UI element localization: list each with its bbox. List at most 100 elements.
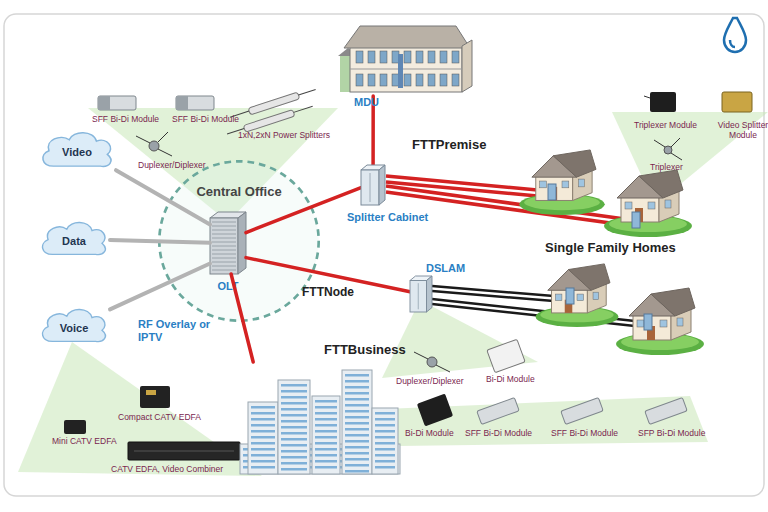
business-buildings-part — [375, 418, 395, 421]
business-buildings-part — [375, 454, 395, 457]
cabinet-shape — [410, 276, 432, 312]
mdu-building-part — [380, 74, 387, 86]
business-buildings-part — [251, 412, 275, 415]
component-icon-part — [158, 149, 172, 156]
single-family-home — [519, 150, 704, 355]
component-label: SFF Bi-Di Module — [465, 428, 532, 438]
business-buildings-part — [345, 398, 369, 401]
single-family-home-part — [616, 288, 704, 355]
business-buildings-part — [345, 452, 369, 455]
olt-rack-part — [212, 226, 236, 227]
service-cloud: Video — [38, 128, 116, 172]
mdu-building-part — [368, 74, 375, 86]
business-buildings-part — [281, 384, 307, 387]
business-buildings-part — [315, 436, 337, 439]
dslam-node: DSLAM — [410, 276, 432, 312]
node-label: MDU — [354, 96, 379, 108]
olt-rack-part — [212, 258, 236, 259]
highlight-beam-part — [360, 396, 708, 446]
mdu-building-part — [428, 74, 435, 86]
business-buildings-part — [315, 406, 337, 409]
business-buildings-part — [345, 470, 369, 473]
highlight-beam-part — [18, 342, 262, 476]
component-label: SFF Bi-Di Module — [172, 114, 239, 124]
business-buildings-part — [345, 386, 369, 389]
component-icon-part — [146, 390, 156, 395]
component-icon-part — [427, 357, 437, 367]
business-buildings-part — [251, 418, 275, 421]
business-buildings-part — [281, 408, 307, 411]
business-buildings-part — [345, 428, 369, 431]
ont-box — [548, 184, 652, 330]
cabinet-shape-part — [410, 281, 427, 313]
component-icon-part — [176, 96, 188, 110]
cabinet-shape-part — [427, 276, 433, 312]
business-buildings-part — [375, 442, 395, 445]
component-label: Mini CATV EDFA — [52, 436, 117, 446]
mdu-building-part — [368, 51, 375, 63]
business-buildings-part — [281, 396, 307, 399]
business-buildings-part — [345, 410, 369, 413]
business-buildings-part — [281, 450, 307, 453]
component-icon-part — [134, 451, 234, 452]
mdu-building-part — [404, 74, 411, 86]
business-buildings-part — [281, 420, 307, 423]
component-label: Triplexer Module — [634, 120, 697, 130]
business-buildings-part — [375, 430, 395, 433]
business-buildings-part — [315, 400, 337, 403]
component-icon-part — [136, 136, 150, 143]
central-office-zone: Central OfficeOLT — [156, 158, 322, 324]
node-label: FTTBusiness — [324, 342, 406, 357]
component-label: CATV EDFA, Video Combiner — [111, 464, 223, 474]
business-buildings-part — [315, 412, 337, 415]
business-buildings-part — [281, 432, 307, 435]
business-buildings-part — [281, 462, 307, 465]
mdu-building-part — [392, 74, 399, 86]
business-buildings-part — [281, 468, 307, 471]
outer-frame — [4, 14, 764, 496]
business-buildings-part — [312, 396, 340, 474]
mdu-building-part — [356, 51, 363, 63]
business-buildings-part — [345, 440, 369, 443]
business-buildings-part — [345, 416, 369, 419]
business-buildings-part — [281, 414, 307, 417]
olt-rack-part — [212, 262, 236, 263]
business-buildings-part — [281, 438, 307, 441]
olt-rack-part — [212, 254, 236, 255]
node-label: Data — [38, 235, 110, 247]
service-cloud: Data — [38, 218, 110, 260]
business-buildings-part — [251, 442, 275, 445]
business-buildings-part — [281, 402, 307, 405]
component-label: SFF Bi-Di Module — [92, 114, 159, 124]
cabinet-shape-part — [370, 173, 371, 202]
component-icon-part — [664, 146, 672, 154]
business-buildings-part — [281, 444, 307, 447]
node-label: DSLAM — [426, 262, 465, 274]
business-node: FTTBusiness — [240, 362, 400, 474]
mdu-building-part — [452, 51, 459, 63]
business-buildings-part — [315, 454, 337, 457]
component-icon-part — [158, 132, 168, 142]
mdu-node: MDU — [338, 16, 474, 96]
business-buildings-part — [345, 404, 369, 407]
olt-rack-part — [212, 238, 236, 239]
edge-label: FTTNode — [302, 285, 354, 299]
business-buildings-part — [375, 424, 395, 427]
component-icon-part — [477, 398, 519, 425]
component-icon-part — [722, 92, 752, 112]
mdu-building-part — [350, 69, 462, 70]
business-buildings-part — [281, 456, 307, 459]
business-buildings-part — [278, 380, 310, 474]
business-buildings-part — [342, 370, 372, 474]
node-label: OLT — [200, 280, 256, 292]
business-buildings-part — [375, 466, 395, 469]
component-icon-part — [487, 339, 525, 372]
ont-box-part — [632, 212, 640, 228]
mdu-building-part — [344, 26, 470, 48]
mdu-building-part — [416, 74, 423, 86]
component-icon-part-part — [294, 106, 313, 112]
component-label: Bi-Di Module — [405, 428, 454, 438]
olt-rack-part — [212, 250, 236, 251]
cabinet-shape-part — [361, 170, 379, 205]
node-label: Splitter Cabinet — [347, 211, 428, 223]
